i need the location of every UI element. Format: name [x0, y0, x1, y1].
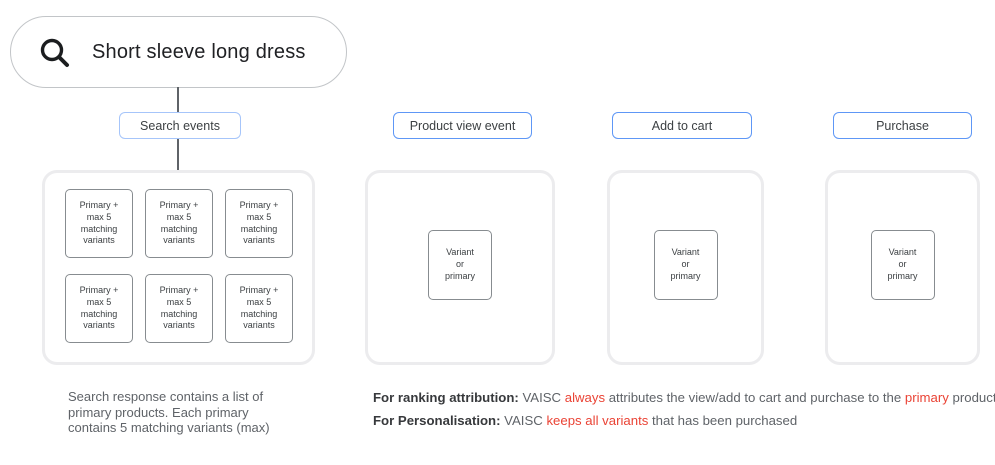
- personalisation-note-highlight: keeps all variants: [546, 413, 649, 428]
- primary-product-node: Primary + max 5 matching variants: [65, 274, 133, 343]
- variant-or-primary-node: Variant or primary: [653, 230, 718, 300]
- add-to-cart-label: Add to cart: [651, 118, 713, 133]
- product-view-event-label: Product view event: [409, 118, 516, 133]
- search-events-container: Primary + max 5 matching variants Primar…: [42, 170, 315, 365]
- ranking-note-text: VAISC: [518, 390, 565, 405]
- search-icon: [40, 38, 69, 67]
- ranking-note-bold: For ranking attribution:: [373, 390, 519, 405]
- primary-product-node: Primary + max 5 matching variants: [225, 189, 293, 258]
- product-view-container: Variant or primary: [365, 170, 555, 365]
- personalisation-note-text: that has been purchased: [648, 413, 798, 428]
- primary-product-node: Primary + max 5 matching variants: [145, 274, 213, 343]
- search-input[interactable]: Short sleeve long dress: [10, 16, 347, 88]
- search-query-text: Short sleeve long dress: [92, 40, 306, 63]
- add-to-cart-button[interactable]: Add to cart: [612, 112, 752, 139]
- search-events-label: Search events: [140, 118, 220, 133]
- search-response-note: Search response contains a list of prima…: [68, 389, 270, 435]
- primary-product-node: Primary + max 5 matching variants: [225, 274, 293, 343]
- ranking-note-highlight: always: [564, 390, 606, 405]
- primary-product-node: Primary + max 5 matching variants: [145, 189, 213, 258]
- personalisation-note-text: VAISC: [500, 413, 547, 428]
- primary-product-node: Primary + max 5 matching variants: [65, 189, 133, 258]
- personalisation-note: For Personalisation: VAISC keeps all var…: [373, 413, 797, 428]
- variant-or-primary-node: Variant or primary: [428, 230, 492, 300]
- product-view-event-button[interactable]: Product view event: [393, 112, 532, 139]
- variant-or-primary-node: Variant or primary: [870, 230, 935, 300]
- search-events-button[interactable]: Search events: [119, 112, 241, 139]
- ranking-attribution-note: For ranking attribution: VAISC always at…: [373, 390, 995, 405]
- primary-products-grid: Primary + max 5 matching variants Primar…: [45, 173, 312, 343]
- purchase-button[interactable]: Purchase: [833, 112, 972, 139]
- add-to-cart-container: Variant or primary: [607, 170, 764, 365]
- purchase-label: Purchase: [876, 118, 929, 133]
- personalisation-note-bold: For Personalisation:: [373, 413, 501, 428]
- ranking-note-highlight: primary: [904, 390, 949, 405]
- purchase-container: Variant or primary: [825, 170, 980, 365]
- ranking-note-text: attributes the view/add to cart and purc…: [605, 390, 905, 405]
- ranking-note-text: product.: [952, 390, 995, 405]
